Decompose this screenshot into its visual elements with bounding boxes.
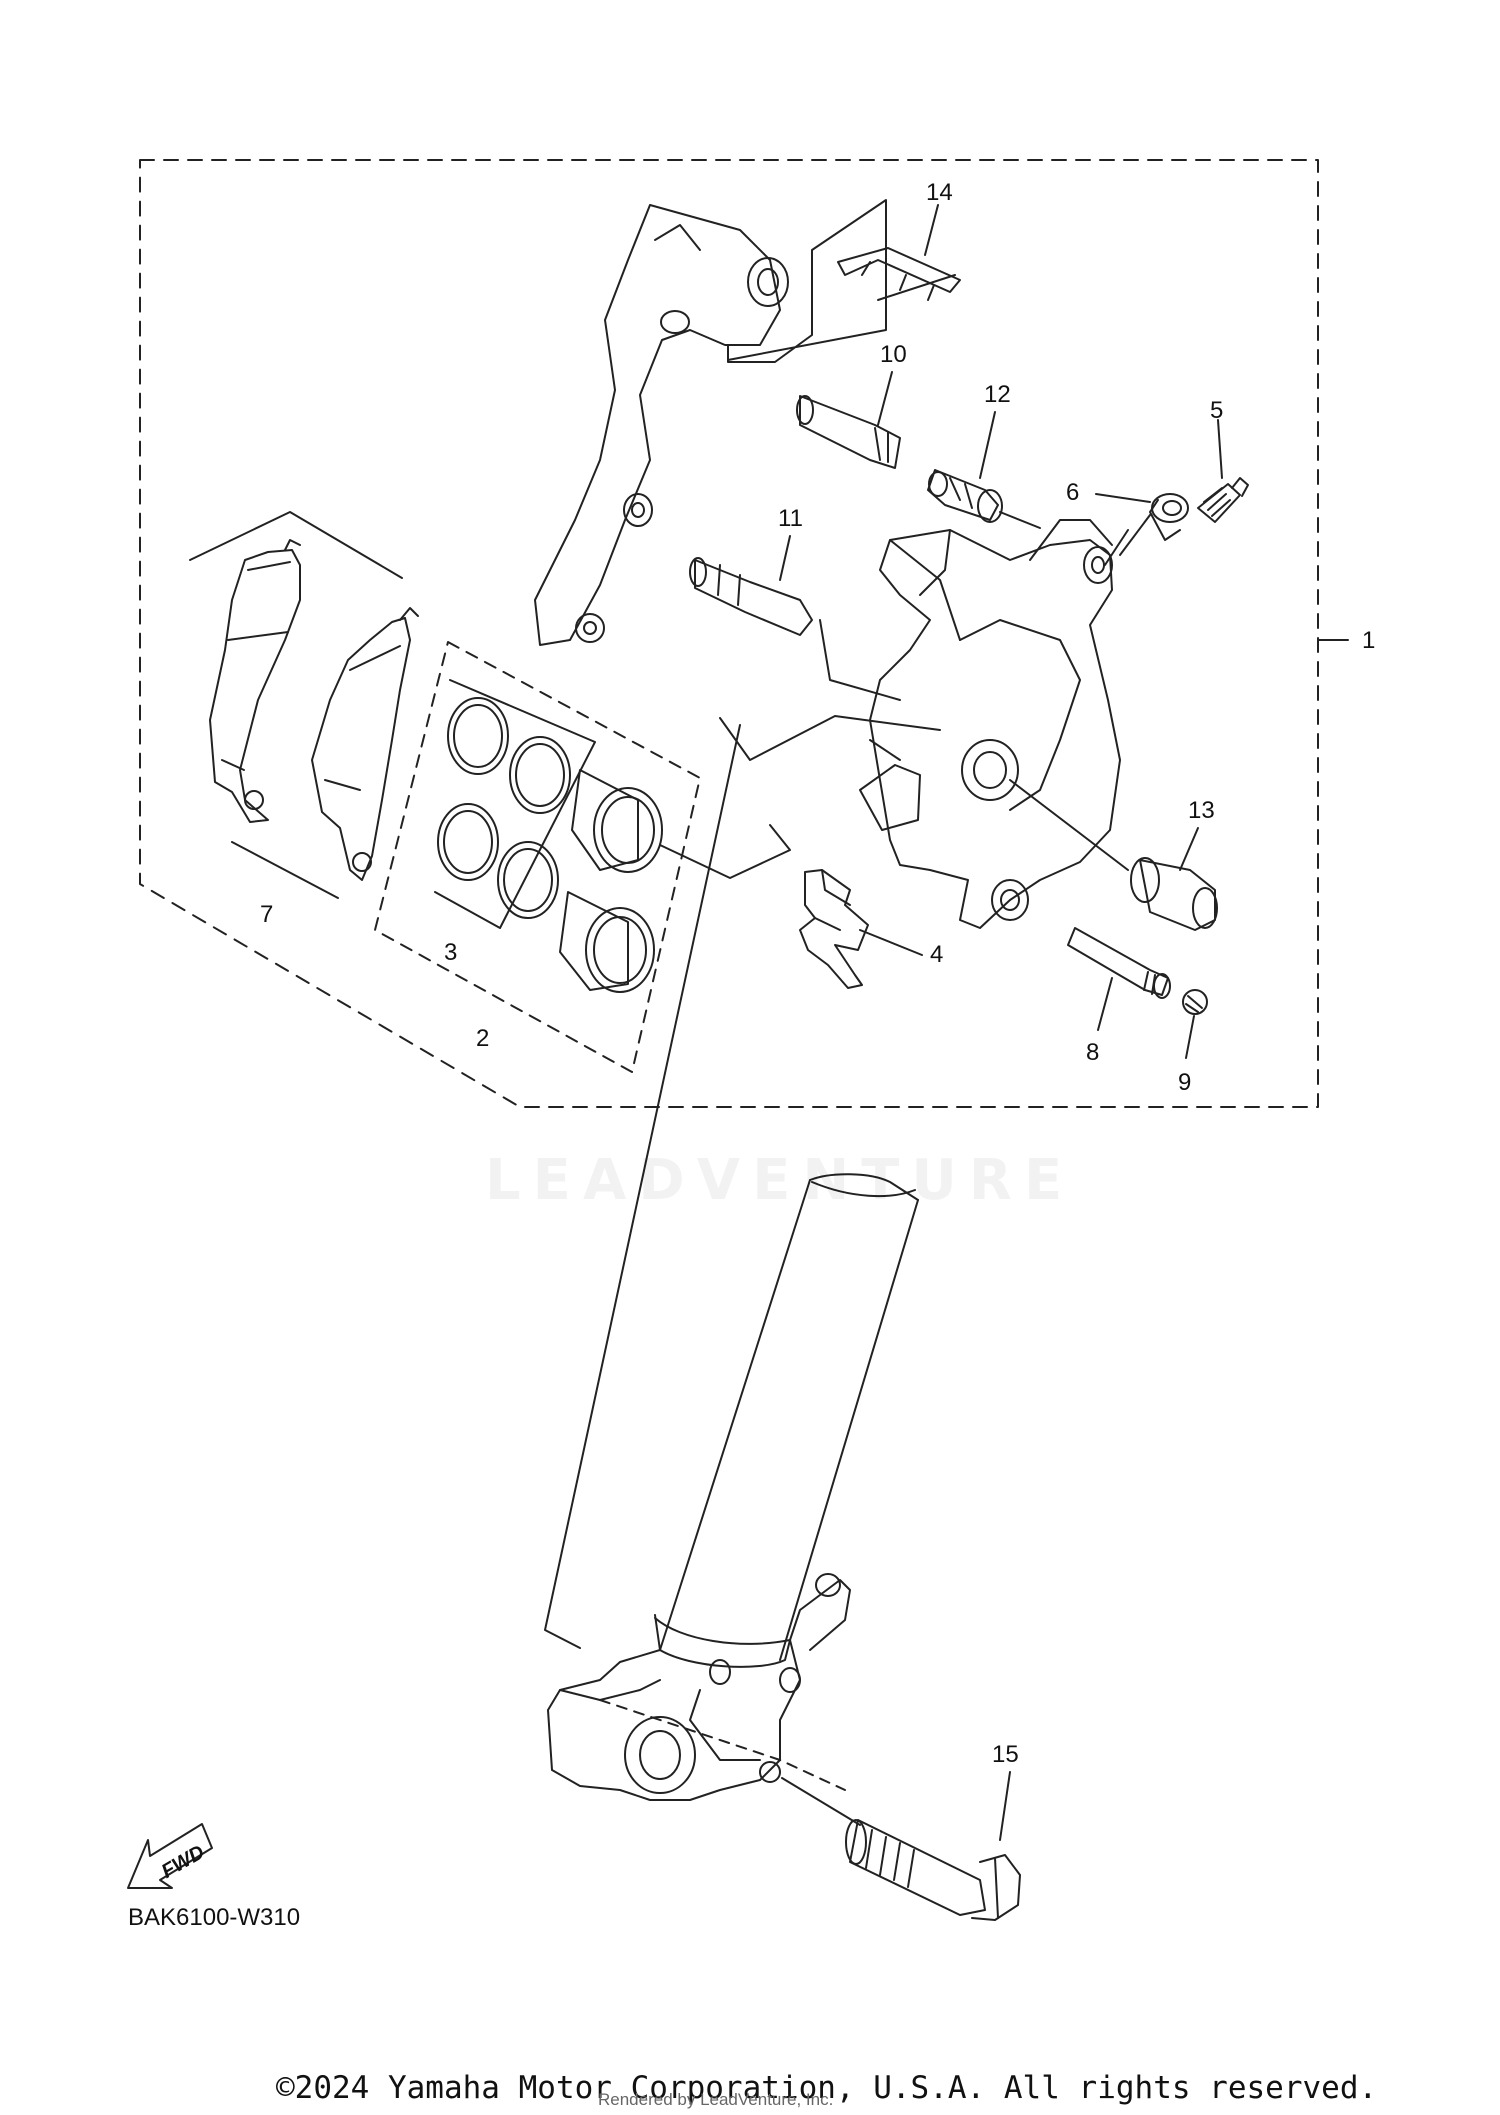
bleed-screw xyxy=(1197,477,1249,523)
diagram-code: BAK6100-W310 xyxy=(128,1904,301,1931)
pad-pin xyxy=(1067,927,1171,999)
rendered-by: Rendered by LeadVenture, Inc. xyxy=(598,2090,834,2109)
slide-pin-lower xyxy=(689,557,813,636)
callout-13: 13 xyxy=(1188,797,1215,824)
piston-kit-boundary xyxy=(374,641,701,1073)
bleed-cap xyxy=(1149,493,1189,541)
callout-6: 6 xyxy=(1066,479,1079,506)
callout-9: 9 xyxy=(1178,1069,1191,1096)
pad-kit-bracket xyxy=(189,511,403,899)
pin-boot-lower xyxy=(1130,857,1218,931)
pistons xyxy=(559,769,663,993)
callout-11: 11 xyxy=(778,505,803,532)
callout-5: 5 xyxy=(1210,397,1223,424)
pin-plug xyxy=(1182,989,1208,1015)
callout-7: 7 xyxy=(260,901,273,928)
callout-14: 14 xyxy=(926,179,953,206)
callout-8: 8 xyxy=(1086,1039,1099,1066)
watermark: LEADVENTURE xyxy=(485,1148,1075,1213)
callout-15: 15 xyxy=(992,1741,1019,1768)
callout-4: 4 xyxy=(930,941,943,968)
callout-10: 10 xyxy=(880,341,907,368)
piston-seals xyxy=(437,697,571,919)
front-fork xyxy=(547,1173,919,1801)
callout-1: 1 xyxy=(1362,627,1375,654)
callout-3: 3 xyxy=(444,939,457,966)
brake-pad-inner xyxy=(311,607,419,881)
axle-pinch-bolt xyxy=(845,1819,1021,1921)
seal-kit-bracket xyxy=(434,679,596,929)
caliper-bracket xyxy=(534,204,789,646)
fwd-arrow-icon xyxy=(127,1823,213,1889)
copyright-notice: ©2024 Yamaha Motor Corporation, U.S.A. A… xyxy=(276,2070,1378,2106)
pin-boot-upper xyxy=(927,469,1003,523)
pad-retainer-clip xyxy=(799,869,869,989)
callout-2: 2 xyxy=(476,1025,489,1052)
callout-12: 12 xyxy=(984,381,1011,408)
brake-pad-outer xyxy=(209,539,301,823)
pad-spring xyxy=(837,247,961,301)
slide-pin-upper xyxy=(796,395,901,469)
assembly-boundary xyxy=(139,159,1319,1108)
